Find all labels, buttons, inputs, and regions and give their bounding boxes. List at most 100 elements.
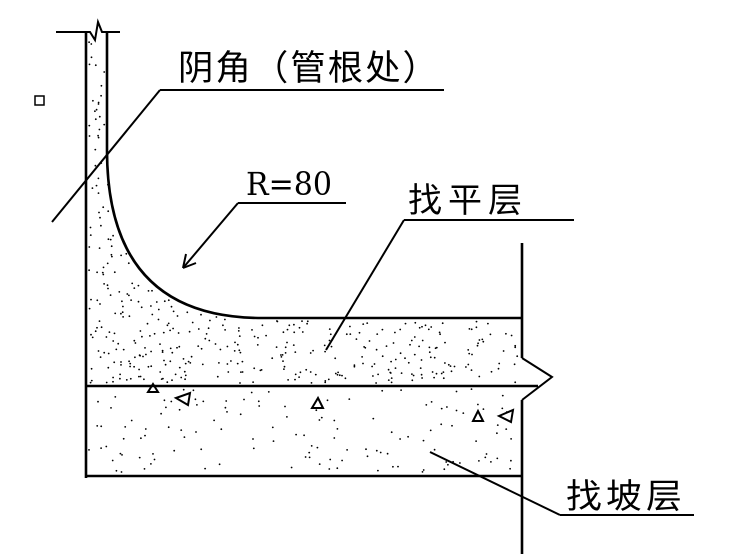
- stipple-dot: [482, 340, 485, 343]
- stipple-dot: [514, 344, 517, 347]
- stipple-dot: [184, 362, 187, 365]
- stipple-dot: [409, 343, 411, 346]
- stipple-dot: [258, 405, 261, 407]
- stipple-dot: [316, 446, 319, 449]
- stipple-dot: [336, 467, 339, 470]
- stipple-dot: [112, 380, 114, 383]
- stipple-dot: [122, 305, 124, 308]
- right-break-mark: [521, 357, 554, 401]
- stipple-dot: [238, 349, 241, 352]
- small-square-mark: [34, 95, 45, 106]
- stipple-dot: [361, 356, 363, 358]
- stipple-dot: [435, 372, 438, 375]
- stipple-dot: [183, 370, 186, 373]
- stipple-dot: [120, 312, 122, 315]
- stipple-dot: [224, 318, 226, 321]
- stipple-dot: [183, 436, 186, 438]
- stipple-dot: [107, 352, 110, 355]
- stipple-dot: [142, 355, 144, 358]
- stipple-dot: [447, 463, 449, 466]
- stipple-dot: [213, 419, 216, 422]
- stipple-dot: [445, 461, 448, 463]
- stipple-dot: [482, 408, 485, 410]
- stipple-dot: [178, 366, 181, 369]
- stipple-dot: [501, 407, 504, 410]
- stipple-dot: [286, 341, 288, 344]
- stipple-dot: [410, 339, 413, 342]
- stipple-dot: [96, 425, 99, 427]
- stipple-dot: [105, 336, 108, 338]
- stipple-dot: [88, 124, 91, 127]
- stipple-dot: [176, 315, 179, 317]
- stipple-dot: [237, 330, 240, 332]
- stipple-dot: [94, 110, 96, 113]
- stipple-dot: [412, 374, 415, 377]
- stipple-dot: [428, 346, 431, 349]
- stipple-dot: [225, 400, 228, 402]
- stipple-dot: [280, 354, 282, 356]
- stipple-dot: [184, 378, 187, 381]
- stipple-dot: [516, 355, 519, 358]
- stipple-dot: [110, 407, 112, 409]
- stipple-dot: [121, 454, 123, 456]
- stipple-dot: [253, 335, 256, 338]
- stipple-dot: [467, 363, 470, 366]
- stipple-dot: [334, 357, 337, 360]
- stipple-dot: [433, 376, 435, 379]
- stipple-dot: [111, 255, 113, 258]
- stipple-dot: [102, 273, 105, 276]
- stipple-dot: [138, 354, 141, 357]
- stipple-dot: [192, 389, 195, 392]
- stipple-dot: [282, 360, 284, 362]
- stipple-dot: [306, 322, 308, 325]
- stipple-dot: [505, 332, 507, 335]
- stipple-dot: [318, 419, 321, 421]
- stipple-dot: [421, 471, 424, 473]
- stipple-dot: [173, 449, 176, 452]
- stipple-dot: [421, 325, 423, 328]
- stipple-dot: [465, 366, 467, 368]
- stipple-dot: [127, 262, 130, 265]
- stipple-dot: [97, 350, 100, 352]
- stipple-dot: [115, 348, 118, 351]
- stipple-dot: [155, 301, 158, 303]
- stipple-dot: [200, 448, 203, 451]
- stipple-dot: [399, 328, 402, 331]
- stipple-dot: [226, 363, 229, 365]
- stipple-dot: [276, 320, 279, 323]
- stipple-dot: [414, 321, 417, 324]
- stipple-dot: [430, 326, 433, 328]
- stipple-dot: [134, 342, 137, 344]
- stipple-dot: [96, 271, 98, 274]
- stipple-dot: [377, 469, 379, 472]
- stipple-dot: [161, 349, 164, 352]
- stipple-dot: [178, 345, 181, 348]
- stipple-dot: [243, 398, 245, 401]
- stipple-dot: [348, 398, 351, 400]
- stipple-dot: [411, 379, 414, 382]
- stipple-dot: [146, 322, 149, 325]
- stipple-dot: [404, 357, 406, 360]
- stipple-dot: [475, 440, 477, 442]
- stipple-dot: [271, 357, 274, 360]
- stipple-dot: [294, 373, 297, 376]
- stipple-dot: [88, 41, 90, 44]
- stipple-dot: [111, 459, 114, 462]
- stipple-dot: [310, 445, 313, 447]
- stipple-dot: [94, 330, 97, 333]
- stipple-dot: [257, 400, 260, 403]
- stipple-dot: [103, 123, 106, 126]
- stipple-dot: [202, 400, 205, 403]
- stipple-dot: [271, 426, 274, 429]
- stipple-dot: [163, 359, 165, 362]
- fillet-curve-r80: [105, 149, 263, 320]
- stipple-dot: [373, 363, 376, 365]
- stipple-dot: [301, 320, 303, 322]
- stipple-dot: [366, 322, 369, 324]
- stipple-dot: [510, 459, 512, 462]
- stipple-dot: [284, 405, 286, 408]
- stipple-dot: [120, 364, 122, 366]
- stipple-dot: [419, 367, 422, 369]
- stipple-dot: [308, 456, 311, 459]
